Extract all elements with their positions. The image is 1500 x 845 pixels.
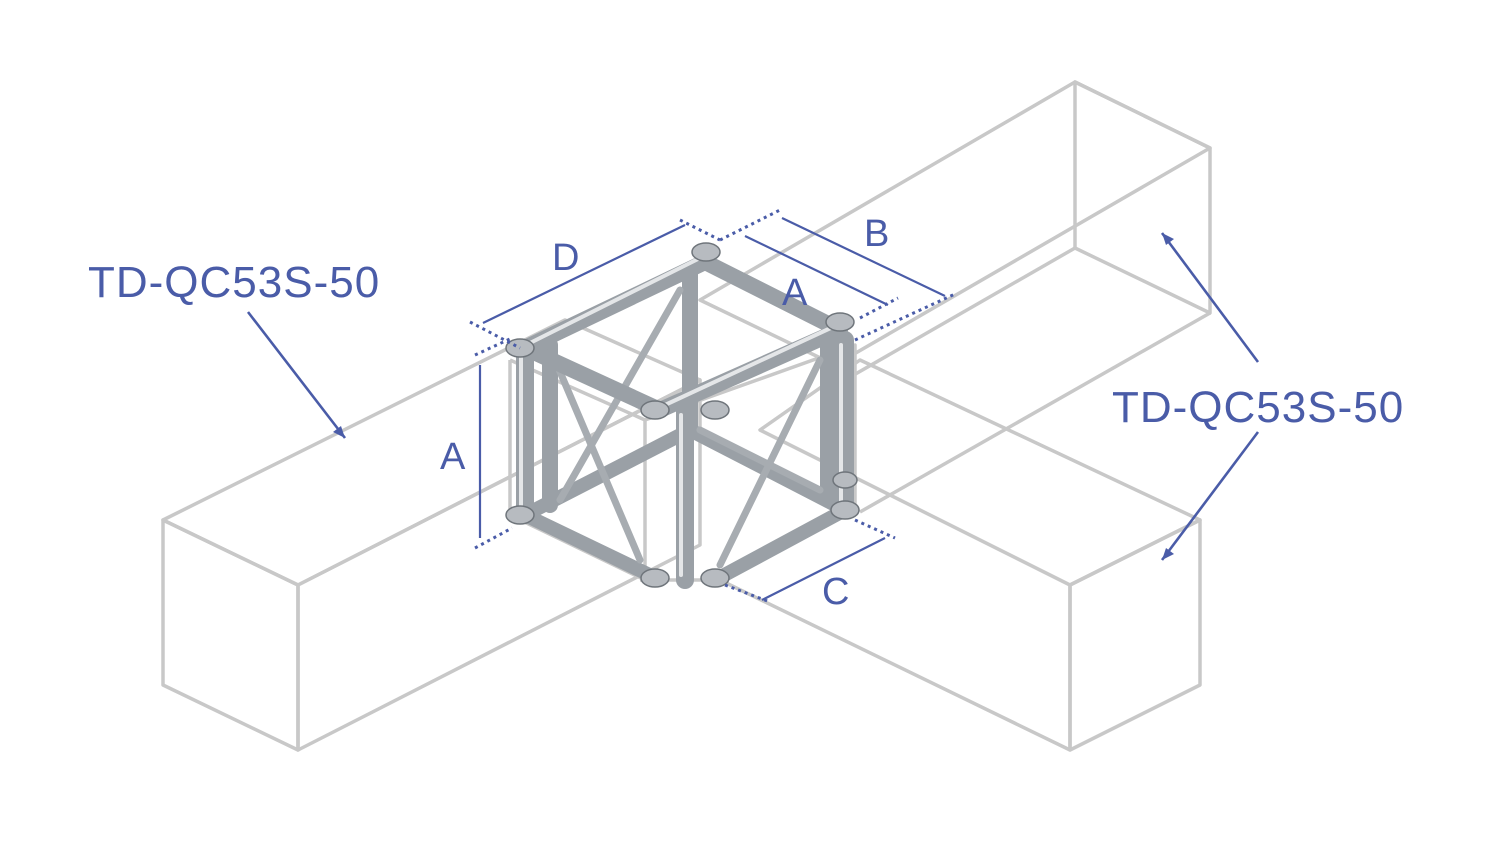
dim-ext-d-2	[679, 218, 721, 242]
part-label-left: TD-QC53S-50	[88, 258, 380, 307]
leader-arrow-right-down	[1160, 431, 1260, 561]
arrowhead-right-up-icon	[1162, 233, 1174, 245]
connector-top-front	[640, 400, 670, 420]
brace-left-1	[551, 356, 644, 564]
dim-line-b	[781, 217, 946, 297]
chord-top-left	[517, 340, 668, 418]
connector-top-front-2	[700, 400, 730, 420]
ghost-beam-left-side	[296, 378, 702, 752]
ghost-beam-left-front	[161, 518, 300, 752]
leader-arrows	[246, 232, 1260, 561]
connector-bottom-front	[640, 568, 670, 588]
dim-ext-a-top	[859, 296, 899, 320]
dim-label-c: C	[822, 571, 849, 613]
part-label-right: TD-QC53S-50	[1112, 383, 1404, 432]
dim-line-c	[761, 537, 886, 601]
connector-bottom-left	[505, 505, 535, 525]
chord-bottom-1	[518, 423, 697, 522]
dim-label-a-top: A	[782, 272, 808, 314]
arrowhead-right-down-icon	[1162, 548, 1174, 560]
dim-label-a-front: A	[440, 436, 466, 478]
chord-bottom-3	[518, 508, 667, 587]
highlight-5	[663, 324, 837, 407]
ghost-beam-back-edge-2	[844, 246, 1076, 382]
brace-right-1	[696, 426, 824, 494]
dim-line-d	[482, 224, 686, 324]
brace-right-2	[716, 356, 824, 569]
truss-cube-junction	[505, 242, 860, 589]
chord-top-right	[697, 254, 848, 338]
leader-arrow-right-up	[1160, 232, 1260, 363]
connector-bottom-right	[830, 500, 860, 520]
dim-line-a-top	[744, 235, 889, 306]
dim-ext-b-1	[719, 208, 781, 242]
dim-ext-d-1	[469, 320, 521, 350]
dim-ext-c-2	[854, 518, 896, 540]
ghost-beam-left-top	[161, 318, 702, 587]
ghost-beam-back-edge	[859, 311, 1211, 514]
arrowhead-left-icon	[333, 426, 345, 438]
chord-bottom-4	[708, 503, 852, 587]
dim-label-b: B	[864, 213, 889, 255]
dim-ext-a-front-2	[474, 526, 513, 550]
chord-top-back	[517, 254, 713, 356]
connector-top-back	[691, 242, 721, 262]
ghost-beam-front-bottom	[640, 578, 1071, 752]
connector-top-right	[825, 312, 855, 332]
dim-ext-c-1	[724, 583, 771, 604]
dimension-annotations	[469, 208, 956, 604]
dim-ext-b-2	[854, 292, 956, 342]
leader-arrow-left	[246, 311, 347, 439]
highlight-4	[528, 256, 702, 345]
dim-label-d: D	[552, 237, 579, 279]
connector-bottom-back	[832, 471, 858, 489]
ghost-beam-front-face	[1068, 518, 1202, 752]
ghost-beam-back-top	[698, 80, 1212, 367]
connector-bottom-front-2	[700, 568, 730, 588]
ghost-beam-back-side	[1073, 80, 1212, 315]
chord-top-front	[652, 322, 848, 418]
